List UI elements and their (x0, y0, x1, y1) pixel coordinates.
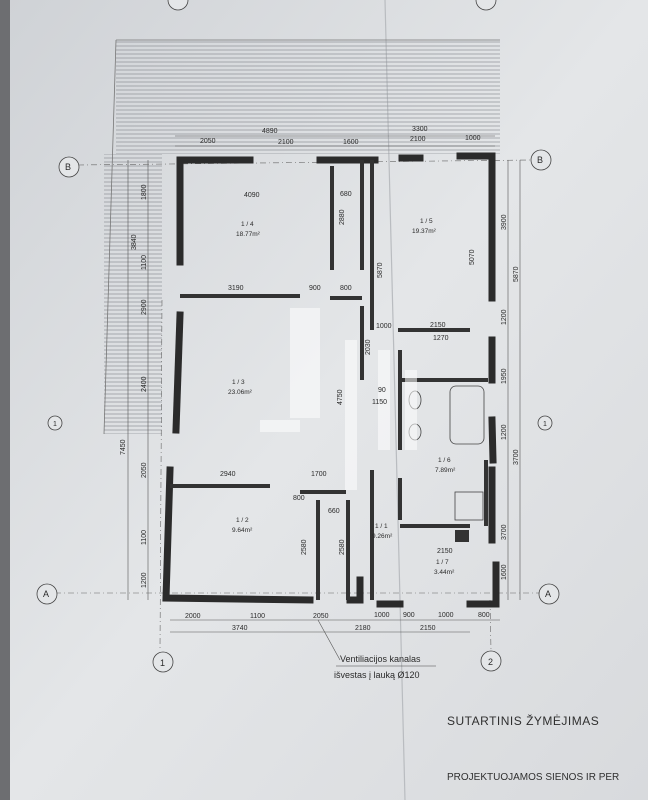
room-14-area: 18.77m² (236, 231, 261, 238)
legend-title: SUTARTINIS ŽYMĖJIMAS (447, 713, 599, 728)
dim-left-d9: 1200 (141, 572, 148, 588)
axis-label-a-left: A (43, 589, 49, 599)
axis-label-b-right: B (537, 155, 543, 165)
ventilation-note-line2: išvestas į lauką Ø120 (334, 670, 420, 680)
dim-right-d4: 1950 (501, 368, 508, 384)
legend-subtitle: PROJEKTUOJAMOS SIENOS IR PER (447, 772, 619, 783)
dim-r4-closet-h: 2880 (339, 209, 346, 225)
dark-edge-left (0, 0, 10, 800)
dim-bottom-seg6: 1000 (438, 612, 454, 619)
dim-bottom-seg7: 800 (478, 612, 490, 619)
dim-bottom-seg2: 1100 (250, 613, 265, 620)
dim-r2-2580b: 2580 (339, 539, 346, 555)
dim-left-d1: 1800 (141, 184, 148, 200)
dim-r2-2580: 2580 (301, 539, 308, 555)
axis-label-1: 1 (160, 658, 165, 668)
ventilation-leader (317, 619, 341, 661)
dim-r5-height: 5870 (377, 262, 384, 278)
dim-top-seg1: 2050 (200, 138, 216, 145)
room-16-area: 7.89m² (435, 467, 456, 474)
room-16-id: 1 / 6 (438, 457, 451, 464)
dim-bottom-overall1: 3740 (232, 625, 248, 632)
dim-right-d3: 1200 (501, 309, 508, 325)
room-15-id: 1 / 5 (420, 218, 433, 225)
dim-left-d4: 2900 (141, 299, 148, 315)
dim-bottom-seg1: 2000 (185, 613, 201, 620)
section-label-left: 1 (53, 421, 57, 428)
dim-r2-width2: 1700 (311, 471, 327, 478)
dim-right-d7: 3700 (501, 524, 508, 540)
axis-label-2: 2 (488, 657, 493, 667)
terrace-hatch-top (116, 40, 500, 154)
dim-top-overall-left: 4890 (262, 128, 278, 135)
dim-corridor-width: 3190 (228, 285, 244, 292)
room-11-id: 1 / 1 (375, 523, 388, 530)
dim-bottom-seg5: 900 (403, 612, 415, 619)
room-15-area: 19.37m² (412, 228, 437, 235)
dim-top-seg2: 2100 (278, 139, 294, 146)
dim-corridor-d2: 800 (340, 285, 352, 292)
room-12-area: 9.64m² (232, 527, 253, 534)
dim-r2-660: 660 (328, 508, 340, 515)
dim-hall-1150: 1150 (372, 399, 387, 406)
dim-right-d2: 5870 (513, 266, 520, 282)
dim-top-seg3: 1600 (343, 139, 359, 146)
bathtub (449, 385, 485, 445)
dim-bottom-overall2: 2180 (355, 625, 371, 632)
dim-left-d7: 2050 (141, 462, 148, 478)
dim-bottom-seg4: 1000 (374, 612, 390, 619)
shower-tray (454, 491, 484, 521)
axis-lines (55, 159, 540, 651)
dim-top-seg4: 2100 (410, 136, 426, 143)
room-12-id: 1 / 2 (236, 517, 249, 524)
dim-bath-width: 2150 (430, 322, 446, 329)
room-14-id: 1 / 4 (241, 221, 254, 228)
dim-corridor-d1: 900 (309, 285, 321, 292)
dim-r2-800: 800 (293, 495, 305, 502)
dim-r4-width: 4090 (244, 192, 260, 199)
interior-walls (170, 160, 488, 600)
axis-label-b-left: B (65, 162, 71, 172)
room-13-id: 1 / 3 (232, 379, 245, 386)
dim-bottom-seg3: 2050 (313, 613, 329, 620)
dim-hall-90: 90 (378, 387, 386, 394)
section-label-right: 1 (543, 421, 547, 428)
exterior-walls (162, 152, 500, 608)
dim-left-d3: 1100 (141, 255, 148, 270)
boiler-unit (455, 530, 469, 542)
dim-right-d5: 1200 (501, 424, 508, 440)
dim-bottom-overall3: 2150 (420, 625, 436, 632)
axis-markers (36, 0, 560, 673)
room-13-area: 23.06m² (228, 389, 253, 396)
dim-top-seg5: 1000 (465, 135, 481, 142)
dim-left-d5: 2400 (141, 376, 148, 392)
watermark-logo (260, 308, 417, 490)
room-17-id: 1 / 7 (436, 559, 449, 566)
dim-hall-2030: 2030 (365, 339, 372, 355)
dim-r2-width: 2940 (220, 471, 236, 478)
dim-right-d6: 3700 (513, 449, 520, 465)
dimension-lines (127, 135, 521, 633)
terrace-hatch-left (104, 154, 162, 434)
dim-top-overall-right: 3300 (412, 126, 428, 133)
terrace-border-left (103, 39, 117, 435)
axis-label-a-right: A (545, 589, 551, 599)
ventilation-note-line1: Ventiliacijos kanalas (340, 654, 421, 664)
dim-r4-closet: 680 (340, 191, 352, 198)
dim-left-d8: 1100 (141, 530, 148, 545)
dim-r5-height2: 5070 (469, 249, 476, 265)
dim-hall-4750: 4750 (337, 389, 344, 405)
dim-bath-width2: 1270 (433, 335, 449, 342)
dim-hall-1000: 1000 (376, 323, 392, 330)
dim-right-d1: 3900 (501, 214, 508, 230)
dim-r7-width: 2150 (437, 548, 453, 555)
dim-left-d2: 3840 (131, 234, 138, 250)
room-11-area: 9.26m² (372, 533, 393, 540)
room-17-area: 3.44m² (434, 569, 455, 576)
dim-left-d6: 7450 (120, 439, 127, 455)
dim-right-d8: 1600 (501, 564, 508, 580)
